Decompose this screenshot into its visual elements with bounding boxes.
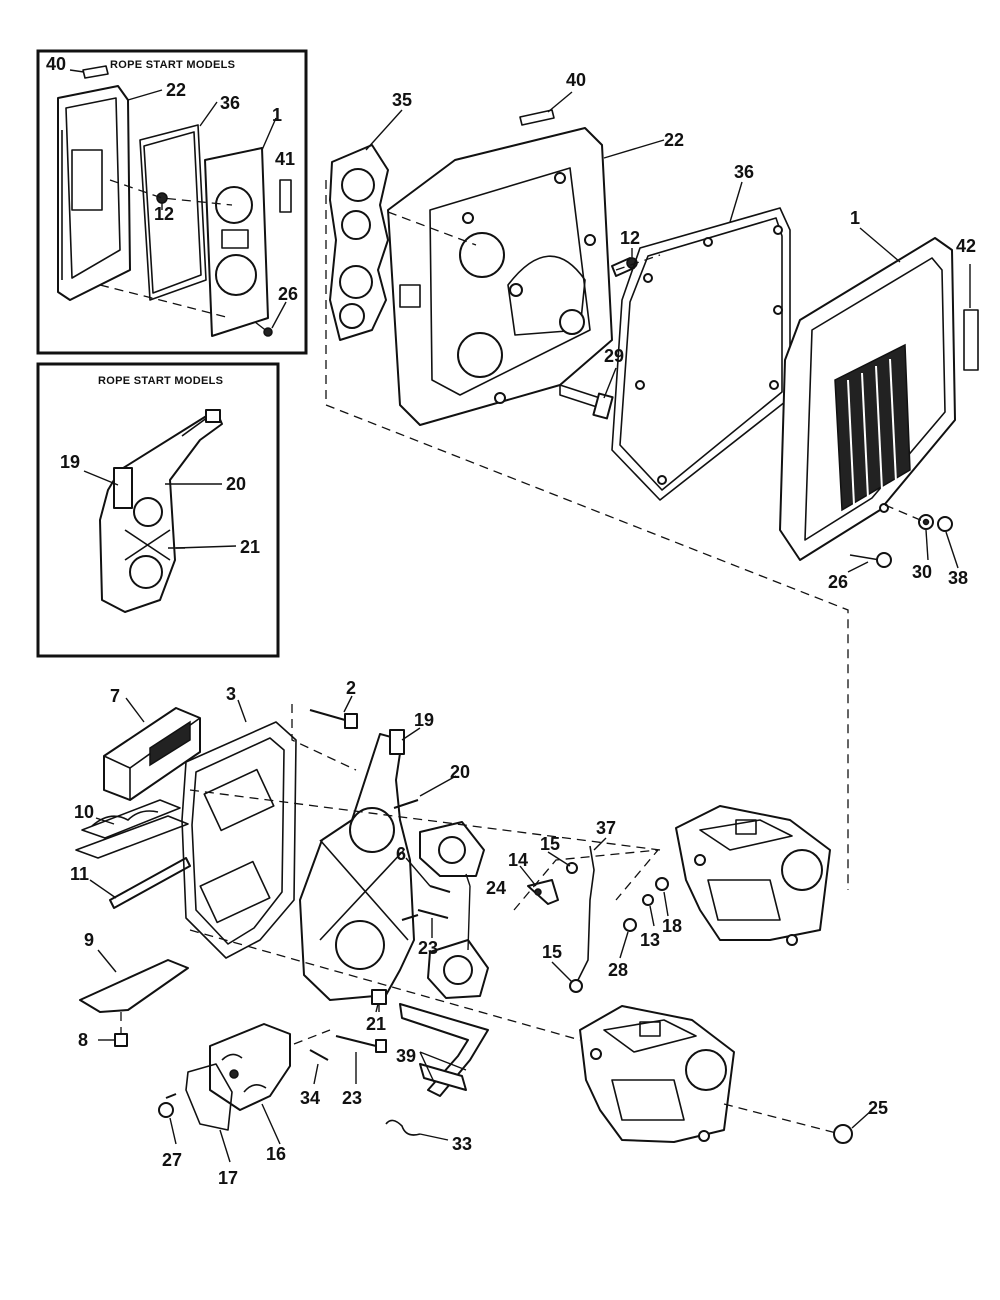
reed-petals-10 xyxy=(75,799,189,859)
callout-17: 17 xyxy=(218,1168,238,1188)
callout-40: 40 xyxy=(566,70,586,90)
callout-8: 8 xyxy=(78,1030,88,1050)
bracket-16 xyxy=(209,1023,291,1111)
callout-16: 16 xyxy=(266,1144,286,1164)
screw-8 xyxy=(114,1012,128,1047)
gasket-3 xyxy=(181,721,297,959)
bolt-2 xyxy=(291,704,358,771)
callout-24: 24 xyxy=(486,878,506,898)
callout-36: 36 xyxy=(734,162,754,182)
screw-28 xyxy=(623,918,637,932)
carburetor-upper xyxy=(675,805,831,946)
callout-12-inset: 12 xyxy=(154,204,174,224)
callout-15-upper: 15 xyxy=(540,834,560,854)
callout-40-inset: 40 xyxy=(46,54,66,74)
carburetor-lower xyxy=(579,1005,735,1143)
link-rod-37 xyxy=(577,845,595,981)
inset-rope-start-silencer: ROPE START MODELS xyxy=(36,49,308,355)
inset-title-bottom: ROPE START MODELS xyxy=(98,375,223,387)
inset-rope-start-manifold: ROPE START MODELS 19 20 21 xyxy=(36,362,280,658)
callout-20: 20 xyxy=(450,762,470,782)
linkage-14 xyxy=(527,879,559,905)
callout-21-inset: 21 xyxy=(240,537,260,557)
callout-1-inset: 1 xyxy=(272,105,282,125)
callout-38: 38 xyxy=(948,568,968,588)
callout-22-inset: 22 xyxy=(166,80,186,100)
plate-17 xyxy=(185,1063,233,1131)
nut-18 xyxy=(655,877,669,891)
callout-37: 37 xyxy=(596,818,616,838)
callout-18: 18 xyxy=(662,916,682,936)
clip-33 xyxy=(385,1119,421,1136)
callout-34: 34 xyxy=(300,1088,320,1108)
callout-6: 6 xyxy=(396,844,406,864)
intake-manifold-19 xyxy=(299,729,415,1001)
callout-28: 28 xyxy=(608,960,628,980)
inset-silencer-cover xyxy=(204,147,269,337)
callout-33: 33 xyxy=(452,1134,472,1154)
callout-42: 42 xyxy=(956,236,976,256)
callout-26-inset: 26 xyxy=(278,284,298,304)
plate-9 xyxy=(79,959,189,1013)
callout-2: 2 xyxy=(346,678,356,698)
inset-silencer-base xyxy=(57,85,131,301)
silencer-assembly: 35 40 22 36 12 1 42 29 26 30 38 xyxy=(325,70,979,890)
callout-39: 39 xyxy=(396,1046,416,1066)
silencer-cover-1 xyxy=(779,237,956,561)
callout-13: 13 xyxy=(640,930,660,950)
nut-25 xyxy=(833,1124,853,1144)
callout-23-lower: 23 xyxy=(342,1088,362,1108)
callout-41: 41 xyxy=(275,149,295,169)
hose-39 xyxy=(399,1003,489,1097)
callout-20-inset: 20 xyxy=(226,474,246,494)
callout-3: 3 xyxy=(226,684,236,704)
washer-13 xyxy=(642,894,654,906)
callout-25: 25 xyxy=(868,1098,888,1118)
callout-12: 12 xyxy=(620,228,640,248)
callout-7: 7 xyxy=(110,686,120,706)
ball-joint-15-bottom xyxy=(569,979,583,993)
nut-38 xyxy=(937,516,953,532)
callout-35: 35 xyxy=(392,90,412,110)
gasket-36 xyxy=(611,207,791,501)
callout-1: 1 xyxy=(850,208,860,228)
intake-assembly: 7 3 2 19 20 10 6 24 11 9 8 23 21 23 34 2… xyxy=(70,678,888,1188)
reed-block-7 xyxy=(103,707,201,801)
stud-29 xyxy=(559,384,614,420)
gaskets-24 xyxy=(419,821,489,999)
callout-19-inset: 19 xyxy=(60,452,80,472)
callout-26: 26 xyxy=(828,572,848,592)
callout-29: 29 xyxy=(604,346,624,366)
gasket-35 xyxy=(329,144,389,341)
callout-14: 14 xyxy=(508,850,528,870)
inset-intake-manifold xyxy=(99,409,223,613)
callout-15-lower: 15 xyxy=(542,942,562,962)
callout-36-inset: 36 xyxy=(220,93,240,113)
inset-title-top: ROPE START MODELS xyxy=(110,59,235,71)
callout-19: 19 xyxy=(414,710,434,730)
screw-27 xyxy=(158,1093,177,1118)
fitting-21 xyxy=(371,989,387,1012)
callout-10: 10 xyxy=(74,802,94,822)
callout-11: 11 xyxy=(70,864,89,884)
callout-21: 21 xyxy=(366,1014,386,1034)
callout-27: 27 xyxy=(162,1150,182,1170)
callout-23-upper: 23 xyxy=(418,938,438,958)
screw-26 xyxy=(849,552,892,568)
callout-9: 9 xyxy=(84,930,94,950)
callout-30: 30 xyxy=(912,562,932,582)
callout-22: 22 xyxy=(664,130,684,150)
silencer-base-22 xyxy=(387,127,613,426)
reed-stop-11 xyxy=(109,857,191,909)
